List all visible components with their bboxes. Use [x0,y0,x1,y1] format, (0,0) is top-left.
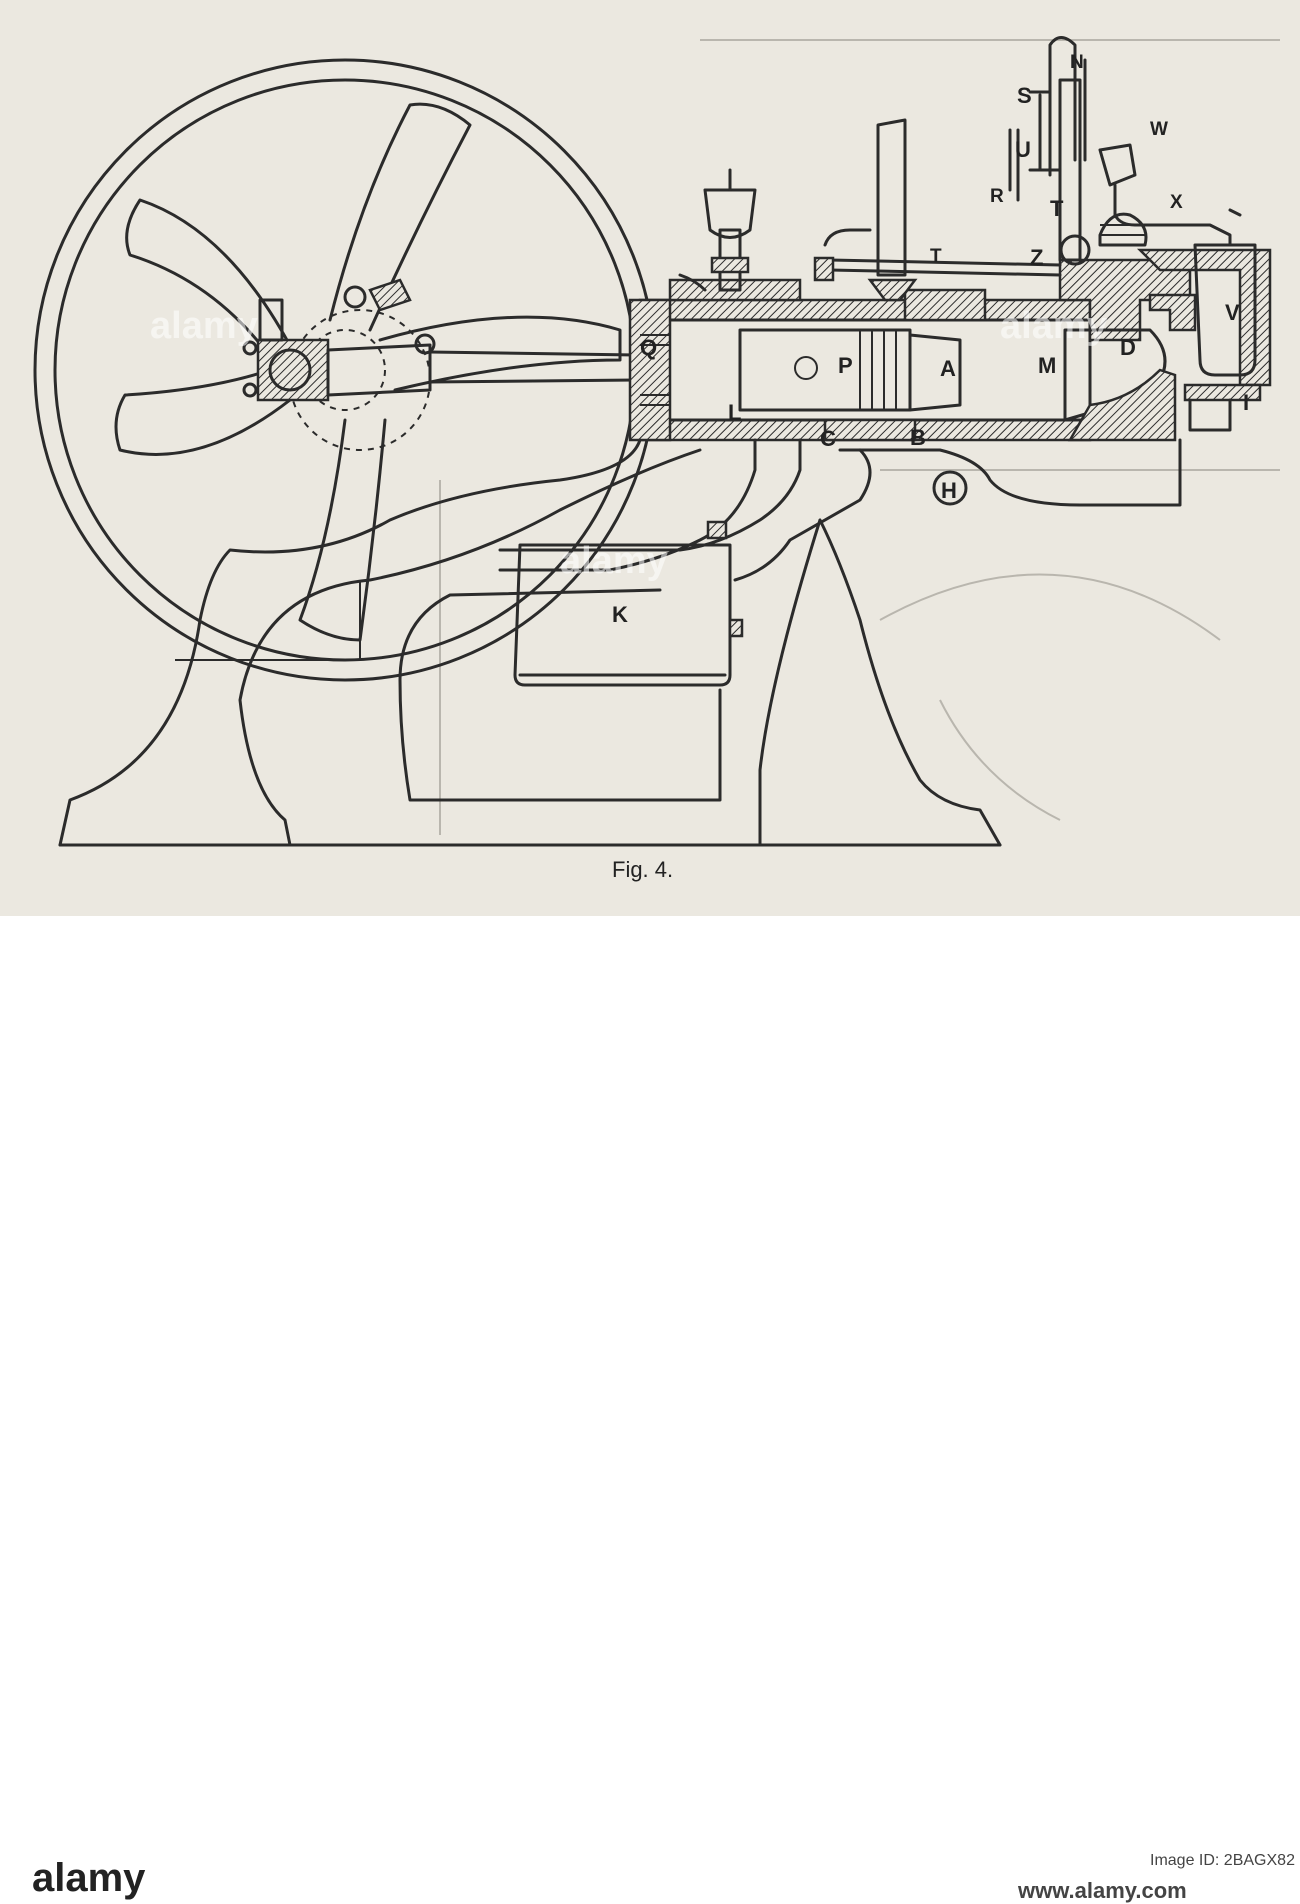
label-B: B [910,425,926,450]
label-U: U [1015,137,1031,162]
footer-bar: alamy Image ID: 2BAGX82 www.alamy.com [0,916,1300,1006]
cylinder-casting [60,245,1270,845]
label-K: K [612,602,628,627]
label-L: L [728,400,741,425]
label-R: R [990,186,1004,207]
lubricator [680,170,755,290]
label-Q: Q [640,335,657,360]
engine-diagram: S N W U R T X T Z Q P A M D V I L C B H … [0,0,1300,916]
label-M: M [1038,353,1056,378]
label-T-lower: T [930,246,942,267]
image-id: Image ID: 2BAGX82 [1150,1852,1295,1870]
label-S: S [1017,83,1032,108]
crank-assembly [244,280,640,400]
figure-caption: Fig. 4. [612,857,673,883]
label-H: H [941,478,957,503]
label-X: X [1170,192,1183,213]
brand-logo[interactable]: alamy [32,1856,145,1901]
label-W: W [1150,119,1168,140]
label-Z: Z [1030,245,1043,270]
label-N: N [1070,52,1084,73]
label-C: C [820,426,836,451]
brand-name: alamy [32,1856,145,1900]
label-P: P [838,353,853,378]
site-url[interactable]: www.alamy.com [1018,1878,1187,1904]
flywheel [35,60,655,680]
label-I: I [1243,390,1249,415]
label-D: D [1120,335,1136,360]
label-V: V [1225,300,1240,325]
label-T-upper: T [1050,196,1064,221]
diagram-labels: S N W U R T X T Z Q P A M D V I L C B H … [612,52,1249,627]
label-A: A [940,356,956,381]
